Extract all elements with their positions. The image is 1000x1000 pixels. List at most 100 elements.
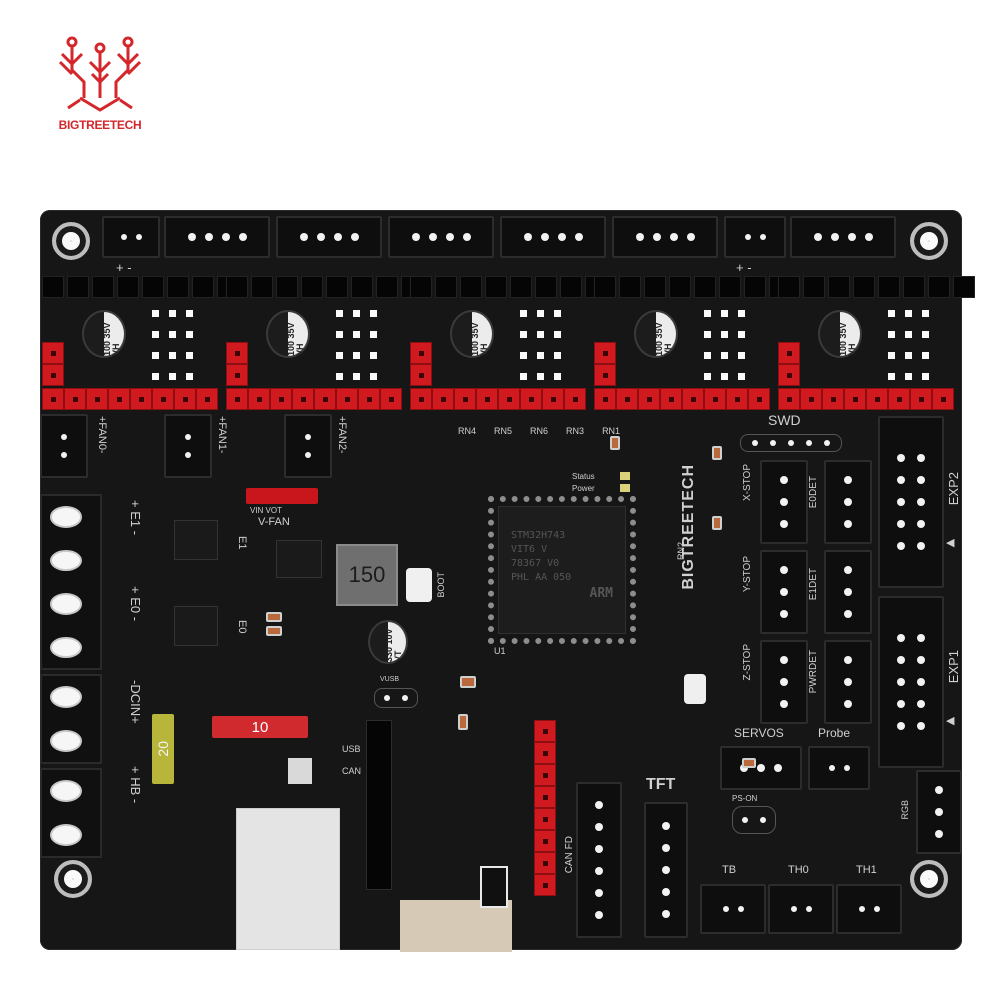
e1det-connector[interactable] — [824, 550, 872, 634]
resistor — [712, 516, 722, 530]
microstep-jumpers[interactable] — [152, 310, 193, 380]
mounting-hole-top-left — [52, 222, 90, 260]
fan0-connector[interactable] — [40, 414, 88, 478]
motor-connector[interactable] — [500, 216, 606, 258]
polarity-label: + - — [116, 260, 132, 275]
hotbed-terminal-block[interactable] — [40, 768, 102, 858]
fan2-label: +FAN2- — [336, 416, 348, 454]
reset-button[interactable] — [684, 674, 706, 704]
motor-connector[interactable] — [276, 216, 382, 258]
microstep-jumpers[interactable] — [704, 310, 745, 380]
tb-label: TB — [722, 864, 737, 876]
e1-label: E1 — [236, 536, 248, 550]
fan1-label: +FAN1- — [216, 416, 228, 454]
pwrdet-connector[interactable] — [824, 640, 872, 724]
ystop-connector[interactable] — [760, 550, 808, 634]
capacitor: 100 35V VH — [82, 310, 126, 358]
ps-on-header[interactable] — [732, 806, 776, 834]
fuse-10a: 10 — [212, 716, 308, 738]
boot-label: BOOT — [436, 572, 446, 598]
ps-on-label: PS-ON — [732, 794, 758, 803]
resistor — [266, 626, 282, 636]
vfan-label: V-FAN — [258, 516, 290, 528]
rgb-connector[interactable] — [916, 770, 962, 854]
mcu-chip: STM32H743 VIT6 V 78367 V0 PHL AA 050 ARM — [488, 496, 636, 644]
wifi-header[interactable] — [366, 720, 392, 890]
motor-connector[interactable] — [790, 216, 896, 258]
canfd-label: CAN FD — [564, 836, 575, 874]
e0det-connector[interactable] — [824, 460, 872, 544]
driver-socket[interactable]: 100 35V VH — [226, 276, 423, 410]
fan1-connector[interactable] — [164, 414, 212, 478]
power-led — [620, 484, 630, 492]
th0-label: TH0 — [788, 864, 809, 876]
resistor — [712, 446, 722, 460]
motor-connector[interactable] — [388, 216, 494, 258]
exp2-pin1-triangle-icon: ◀ — [946, 537, 955, 549]
e1-terminal-label: + E1 - — [128, 500, 143, 536]
pwrdet-label: PWRDET — [808, 650, 819, 694]
driver-socket[interactable]: 100 35V VH — [42, 276, 239, 410]
can-label: CAN — [342, 766, 362, 776]
capacitor: 100 35V VH — [450, 310, 494, 358]
tb-connector[interactable] — [700, 884, 766, 934]
driver-socket[interactable]: 100 35V VH — [594, 276, 791, 410]
vfan-jumper[interactable] — [246, 488, 318, 504]
fuse-20a: 20 — [152, 714, 174, 784]
e0-terminal-label: + E0 - — [128, 586, 143, 622]
boot-button[interactable] — [406, 568, 432, 602]
microstep-jumpers[interactable] — [336, 310, 377, 380]
driver-socket[interactable]: 100 35V VH — [410, 276, 607, 410]
mcu-ref: U1 — [494, 646, 506, 656]
capacitor-330: 330 10V VT — [368, 620, 408, 664]
motor-connector[interactable] — [164, 216, 270, 258]
can-button[interactable] — [288, 758, 312, 784]
usb-port[interactable] — [236, 808, 340, 950]
driver-socket[interactable]: 100 35V VH — [778, 276, 975, 410]
zstop-label: Z-STOP — [742, 644, 753, 681]
fan2-connector[interactable] — [284, 414, 332, 478]
heater-terminal-block[interactable] — [40, 494, 102, 670]
swd-header[interactable] — [740, 434, 842, 452]
microstep-jumpers[interactable] — [888, 310, 929, 380]
e1det-label: E1DET — [808, 568, 819, 601]
exp1-pin1-triangle-icon: ◀ — [946, 715, 955, 727]
zstop-connector[interactable] — [760, 640, 808, 724]
e0-label: E0 — [236, 620, 248, 634]
exp2-label: EXP2 — [946, 472, 961, 506]
servos-connector[interactable] — [720, 746, 802, 790]
pcb-board: + - + - 100 35V VH 100 35V VH — [40, 210, 975, 952]
tft-label: TFT — [646, 776, 676, 793]
vusb-jumper[interactable] — [374, 688, 418, 708]
connector-2pin[interactable] — [724, 216, 786, 258]
exp2-connector[interactable] — [878, 416, 944, 588]
canfd-connector[interactable] — [576, 782, 622, 938]
dcin-terminal-block[interactable] — [40, 674, 102, 764]
brand-logo — [40, 30, 160, 140]
vusb-label: VUSB — [380, 676, 400, 683]
resistor — [266, 612, 282, 622]
mounting-hole-bottom-right — [910, 860, 948, 898]
exp1-label: EXP1 — [946, 650, 961, 684]
mounting-hole-bottom-left — [54, 860, 92, 898]
tft-connector[interactable] — [644, 802, 688, 938]
microstep-jumpers[interactable] — [520, 310, 561, 380]
mosfet-e1 — [174, 520, 218, 560]
fan0-label: +FAN0- — [96, 416, 108, 454]
motor-connector[interactable] — [612, 216, 718, 258]
exp1-connector[interactable] — [878, 596, 944, 768]
capacitor: 100 35V VH — [634, 310, 678, 358]
status-led-label: Status — [572, 472, 595, 481]
xstop-connector[interactable] — [760, 460, 808, 544]
th1-label: TH1 — [856, 864, 877, 876]
th1-connector[interactable] — [836, 884, 902, 934]
resistor — [742, 758, 756, 768]
rgb-label: RGB — [900, 800, 910, 820]
sd-card-slot[interactable] — [400, 900, 512, 952]
canfd-header[interactable] — [534, 720, 556, 900]
driver-sockets-row: 100 35V VH 100 35V VH 100 35V VH — [40, 276, 975, 410]
connector-2pin[interactable] — [102, 216, 160, 258]
th0-connector[interactable] — [768, 884, 834, 934]
hb-terminal-label: + HB - — [128, 766, 143, 804]
probe-connector[interactable] — [808, 746, 870, 790]
